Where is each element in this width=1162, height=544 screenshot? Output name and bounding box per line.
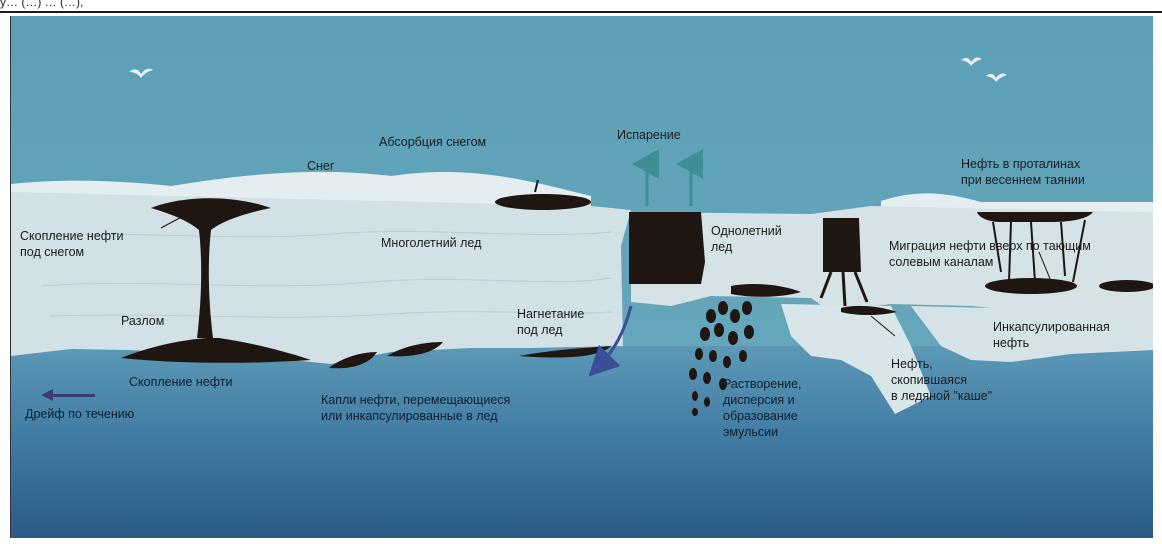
label-drift: Дрейф по течению <box>25 406 134 422</box>
oil-absorbed-in-snow <box>495 194 591 210</box>
label-droplets: Капли нефти, перемещающиеся или инкапсул… <box>321 392 510 424</box>
encapsulated-oil <box>985 278 1077 294</box>
multiyear-ice-floe <box>11 192 631 364</box>
diagram-frame: Снег Абсорбция снегом Испарение Нефть в … <box>10 16 1153 538</box>
label-absorption: Абсорбция снегом <box>379 134 486 150</box>
label-evaporation: Испарение <box>617 127 681 143</box>
encapsulated-oil <box>1099 280 1153 292</box>
label-first-year-ice: Однолетний лед <box>711 223 782 255</box>
label-brine-migration: Миграция нефти вверх по тающим солевым к… <box>889 238 1091 270</box>
top-rule <box>0 11 1162 13</box>
caption-fragment: у… (…) … (…), <box>0 0 83 10</box>
label-multiyear-ice: Многолетний лед <box>381 235 481 251</box>
label-melt-ponds: Нефть в проталинах при весеннем таянии <box>961 156 1085 188</box>
drift-arrow-icon <box>51 394 95 397</box>
label-pumping: Нагнетание под лед <box>517 306 584 338</box>
label-encapsulated: Инкапсулированная нефть <box>993 319 1110 351</box>
label-slush: Нефть, скопившаяся в ледяной "каше" <box>891 356 992 404</box>
label-oil-accumulation: Скопление нефти <box>129 374 233 390</box>
label-dissolution: Растворение, дисперсия и образование эму… <box>723 376 802 440</box>
oil-in-lead <box>629 212 705 284</box>
label-oil-under-snow: Скопление нефти под снегом <box>20 228 124 260</box>
label-fracture: Разлом <box>121 313 164 329</box>
oil-in-first-year-ice <box>823 218 861 272</box>
label-snow: Снег <box>307 158 334 174</box>
diagram-illustration <box>11 16 1153 538</box>
